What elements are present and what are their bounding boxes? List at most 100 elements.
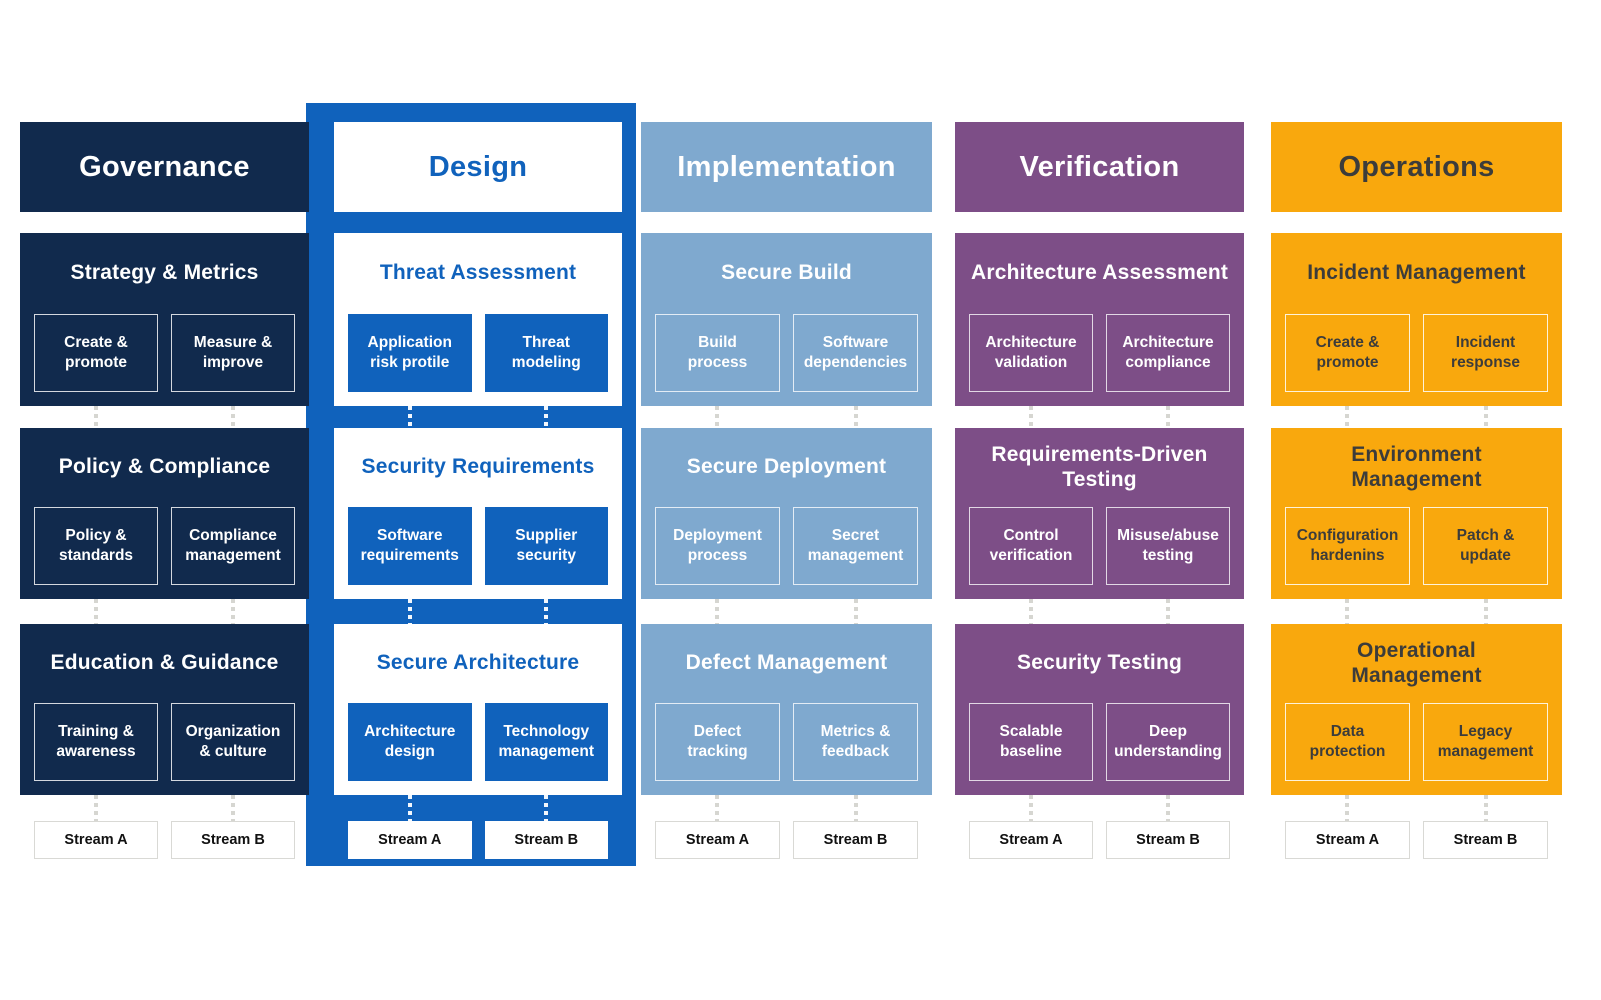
column-header-verification: Verification [955,122,1244,212]
practice-title: Defect Management [685,651,888,675]
dotted-connector [1166,406,1170,428]
stream-box: Create & promote [1285,314,1410,392]
stream-b-label: Stream B [484,821,608,859]
practice-title: Secure Deployment [686,455,887,479]
stream-box: Policy & standards [34,507,158,585]
stream-a-label: Stream A [655,821,780,859]
column-title: Operations [1338,150,1495,183]
dotted-connector [408,599,412,624]
stream-a-label: Stream A [34,821,158,859]
dotted-connector [231,406,235,428]
column-title: Implementation [677,150,896,183]
stream-b-label: Stream B [1106,821,1230,859]
practice-card-secure-architecture: Secure Architecture Architecture design … [334,624,622,795]
stream-labels-row: Stream A Stream B [20,821,309,859]
dotted-connector [715,599,719,624]
stream-box: Organization & culture [171,703,295,781]
stream-box: Create & promote [34,314,158,392]
practice-card-operational-management: Operational Management Data protection L… [1271,624,1562,795]
stream-a-label: Stream A [348,821,472,859]
dotted-connector-row [955,795,1244,821]
stream-box: Software dependencies [793,314,918,392]
column-title: Governance [79,150,250,183]
practice-title: Secure Architecture [376,651,580,675]
practice-title: Requirements-Driven Testing [991,442,1208,491]
dotted-connector [854,406,858,428]
stream-box: Incident response [1423,314,1548,392]
dotted-connector [1166,795,1170,821]
practice-title: Strategy & Metrics [70,261,259,285]
stream-box: Metrics & feedback [793,703,918,781]
practice-card-environment-management: Environment Management Configuration har… [1271,428,1562,599]
practice-card-incident-management: Incident Management Create & promote Inc… [1271,233,1562,406]
practice-card-secure-build: Secure Build Build process Software depe… [641,233,932,406]
practice-title: Policy & Compliance [58,455,271,479]
column-title: Verification [1019,150,1180,183]
dotted-connector [1166,599,1170,624]
stream-box: Supplier security [484,507,608,585]
practice-card-architecture-assessment: Architecture Assessment Architecture val… [955,233,1244,406]
stream-box: Data protection [1285,703,1410,781]
stream-box: Technology management [484,703,608,781]
dotted-connector [94,795,98,821]
column-header-operations: Operations [1271,122,1562,212]
stream-labels-row: Stream A Stream B [1271,821,1562,859]
stream-box: Measure & improve [171,314,295,392]
practice-title: Operational Management [1351,638,1482,687]
practice-title: Secure Build [721,261,852,285]
stream-box: Application risk protile [348,314,472,392]
dotted-connector-row [334,406,622,428]
practice-title: Security Testing [1016,651,1183,675]
practice-card-threat-assessment: Threat Assessment Application risk proti… [334,233,622,406]
stream-box: Build process [655,314,780,392]
practice-card-education-guidance: Education & Guidance Training & awarenes… [20,624,309,795]
column-operations: Operations Incident Management Create & … [1271,0,1562,1000]
stream-box: Defect tracking [655,703,780,781]
column-header-governance: Governance [20,122,309,212]
dotted-connector [94,599,98,624]
practice-title: Security Requirements [361,455,595,479]
column-governance: Governance Strategy & Metrics Create & p… [20,0,309,1000]
dotted-connector-row [955,599,1244,624]
dotted-connector-row [1271,599,1562,624]
stream-box: Threat modeling [484,314,608,392]
practice-card-policy-compliance: Policy & Compliance Policy & standards C… [20,428,309,599]
dotted-connector [1484,599,1488,624]
practice-card-security-testing: Security Testing Scalable baseline Deep … [955,624,1244,795]
dotted-connector [1484,406,1488,428]
practice-title: Education & Guidance [50,651,279,675]
dotted-connector-row [334,795,622,821]
column-verification: Verification Architecture Assessment Arc… [955,0,1244,1000]
dotted-connector [544,599,548,624]
stream-box: Misuse/abuse testing [1106,507,1230,585]
dotted-connector [1345,795,1349,821]
dotted-connector [408,795,412,821]
dotted-connector [854,599,858,624]
stream-box: Deep understanding [1106,703,1230,781]
column-header-design: Design [334,122,622,212]
dotted-connector-row [334,599,622,624]
column-implementation: Implementation Secure Build Build proces… [641,0,932,1000]
practice-card-secure-deployment: Secure Deployment Deployment process Sec… [641,428,932,599]
column-title: Design [428,150,528,183]
dotted-connector-row [20,406,309,428]
dotted-connector-row [1271,795,1562,821]
column-header-implementation: Implementation [641,122,932,212]
dotted-connector [544,795,548,821]
practice-title: Incident Management [1307,261,1526,285]
dotted-connector-row [641,406,932,428]
dotted-connector [1029,795,1033,821]
stream-box: Scalable baseline [969,703,1093,781]
stream-box: Control verification [969,507,1093,585]
dotted-connector [1029,406,1033,428]
stream-box: Architecture validation [969,314,1093,392]
stream-a-label: Stream A [969,821,1093,859]
stream-box: Patch & update [1423,507,1548,585]
dotted-connector-row [1271,406,1562,428]
dotted-connector-row [641,599,932,624]
stream-box: Secret management [793,507,918,585]
stream-labels-row: Stream A Stream B [641,821,932,859]
practice-card-requirements-driven-testing: Requirements-Driven Testing Control veri… [955,428,1244,599]
stream-b-label: Stream B [1423,821,1548,859]
